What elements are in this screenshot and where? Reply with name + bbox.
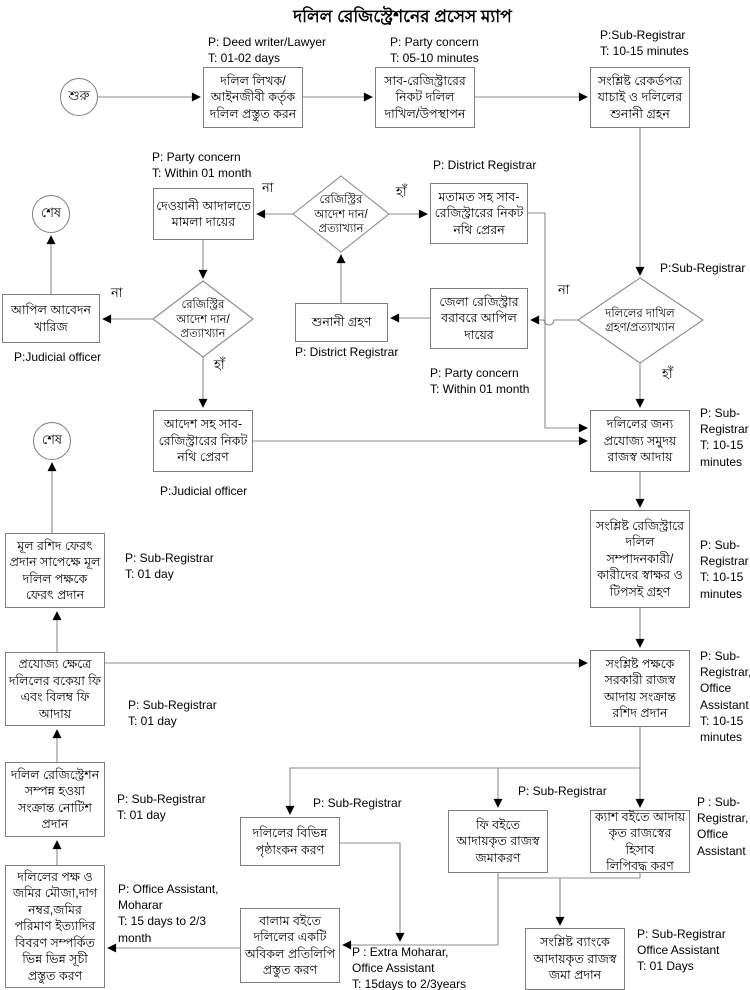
edge-label-yes-1: হাঁ <box>396 184 407 199</box>
node-fee-book-entry: ফি বইতে আদায়কৃত রাজস্ব জমাকরণ <box>448 810 548 873</box>
annotation-subregistrar-decision: P:Sub-Registrar <box>660 261 746 275</box>
edge-label-no-2: না <box>111 285 123 300</box>
end-terminal-appeal: শেষ <box>32 195 70 233</box>
node-collect-revenue: দলিলের জন্য প্রযোজ্য সমুদয় রাজস্ব আদায় <box>590 410 690 472</box>
node-collect-due-fees: প্রযোজ্য ক্ষেত্রে দলিলের বকেয়া ফি এবং ব… <box>5 652 105 726</box>
node-registration-notice: দলিল রেজিস্ট্রেশন সম্পন্ন হওয়া সংক্রান্… <box>5 762 105 837</box>
node-prepare-indexes: দলিলের পক্ষ ও জমির মৌজা,দাগ নম্বর,জমির প… <box>5 865 105 988</box>
node-appeal-dismissed: আপিল আবেদন খারিজ <box>2 294 100 343</box>
annotation-extra-moharar-balam: P : Extra Moharar, Office Assistant T: 1… <box>352 945 467 990</box>
annotation-subregistrar-bank: P: Sub-Registrar Office Assistant T: 01 … <box>637 927 726 974</box>
edge-label-no-3: না <box>558 282 570 297</box>
decision-registrar-order-1: রেজিস্ট্রির আদেশ দান/ প্রত্যাখ্যান <box>314 194 368 236</box>
node-bank-deposit: সংশ্লিষ্ট ব্যাংকে আদায়কৃত রাজস্ব জমা প্… <box>525 928 625 990</box>
node-balam-copy: বালাম বইতে দলিলের একটি অবিকল প্রতিলিপি প… <box>240 908 340 983</box>
annotation-subregistrar-cashbook: P : Sub- Registrar, Office Assistant <box>697 795 749 858</box>
annotation-judicial-officer-dismiss: P:Judicial officer <box>14 350 102 364</box>
start-terminal: শুরু <box>60 78 98 116</box>
annotation-district-registrar-opinion: P: District Registrar <box>433 158 537 172</box>
annotation-party-civil: P: Party concern T: Within 01 month <box>152 150 252 181</box>
node-verify-records: সংশ্লিষ্ট রেকর্ডপত্র যাচাই ও দলিলের শুনা… <box>590 67 690 128</box>
node-civil-suit: দেওয়ানী আদালতে মামলা দায়ের <box>153 188 254 240</box>
node-return-original-deed: মূল রশিদ ফেরৎ প্রদান সাপেক্ষে মূল দলিল প… <box>5 533 105 608</box>
node-cash-book-entry: ক্যাশ বইতে আদায় কৃত রাজস্বের হিসাব লিপি… <box>590 810 690 873</box>
annotation-party-appeal: P: Party concern T: Within 01 month <box>430 366 530 397</box>
annotation-judicial-officer-order: P:Judicial officer <box>160 484 248 498</box>
node-send-file-with-order: আদেশ সহ সাব- রেজিস্ট্রারের নিকট নথি প্রে… <box>153 410 253 472</box>
annotation-subregistrar-revenue: P: Sub- Registrar T: 10-15 minutes <box>700 406 749 469</box>
annotation-subregistrar-endorsement: P: Sub-Registrar <box>313 796 402 810</box>
annotation-subregistrar-notice: P: Sub-Registrar T: 01 day <box>117 792 206 823</box>
node-appeal-to-district-registrar: জেলা রেজিস্ট্রার বরাবরে আপিল দায়ের <box>430 288 528 349</box>
edge-label-yes-3: হাঁ <box>662 366 673 381</box>
annotation-subregistrar-receipt: P: Sub- Registrar, Office Assistant T: 1… <box>700 649 750 744</box>
annotation-party-submit: P: Party concern T: 05-10 minutes <box>390 35 479 66</box>
annotation-subregistrar-due: P: Sub-Registrar T: 01 day <box>128 698 217 729</box>
annotation-district-registrar-hearing: P: District Registrar <box>295 345 399 359</box>
node-endorsement: দলিলের বিভিন্ন পৃষ্ঠাংকন করণ <box>240 817 340 866</box>
node-issue-revenue-receipt: সংশ্লিষ্ট পক্ষকে সরকারী রাজস্ব আদায় সংক… <box>590 650 690 727</box>
edge-label-yes-2: হাঁ <box>214 357 225 372</box>
annotation-subregistrar-return: P: Sub-Registrar T: 01 day <box>125 551 214 582</box>
annotation-subregistrar-verify: P:Sub-Registrar T: 10-15 minutes <box>600 28 689 59</box>
annotation-deed-writer: P: Deed writer/Lawyer T: 01-02 days <box>208 35 327 66</box>
decision-deed-accept: দলিলের দাখিল গ্রহণ/প্রত্যাখ্যান <box>605 307 675 334</box>
node-prepare-deed: দলিল লিখক/ আইনজীবী কর্তৃক দলিল প্রস্তুত … <box>203 67 303 128</box>
node-submit-deed: সাব-রেজিস্ট্রারের নিকট দলিল দাখিল/উপস্থা… <box>375 67 475 128</box>
node-signatures-thumbprints: সংশ্লিষ্ট রেজিস্ট্রারে দলিল সম্পাদনকারী/… <box>590 510 690 608</box>
annotation-office-assistant-index: P: Office Assistant, Moharar T: 15 days … <box>118 882 219 945</box>
decision-registrar-order-2: রেজিস্ট্রির আদেশ দান/ প্রত্যাখ্যান <box>176 299 230 341</box>
annotation-subregistrar-signature: P: Sub- Registrar T: 10-15 minutes <box>700 538 749 601</box>
edge-label-no-1: না <box>262 180 274 195</box>
end-terminal-main: শেষ <box>33 422 71 460</box>
diagram-title: দলিল রেজিস্ট্রেশনের প্রসেস ম্যাপ <box>293 7 512 26</box>
node-hearing: শুনানী গ্রহণ <box>295 303 388 342</box>
node-send-file-with-opinion: মতামত সহ সাব- রেজিস্ট্রারের নিকট নথি প্র… <box>430 183 528 244</box>
annotation-subregistrar-feebook: P: Sub-Registrar <box>518 784 607 798</box>
